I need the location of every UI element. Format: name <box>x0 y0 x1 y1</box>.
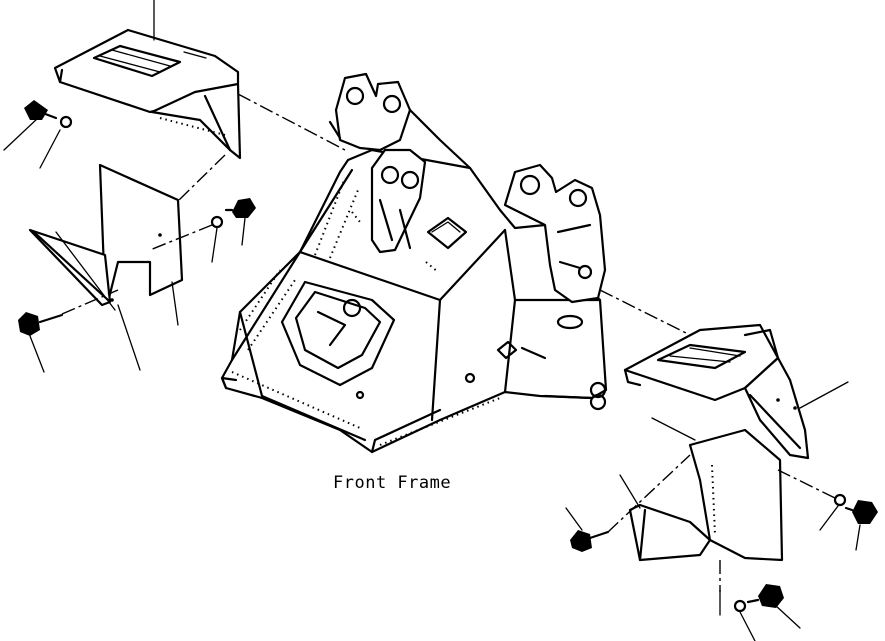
right-step-assembly <box>565 289 878 641</box>
right-clevis-bracket <box>503 163 607 304</box>
center-clevis-bracket <box>370 148 427 254</box>
front-frame <box>220 148 608 454</box>
front-frame-label: Front Frame <box>333 473 452 493</box>
left-step-assembly <box>3 0 346 373</box>
left-clevis-bracket <box>328 72 472 170</box>
